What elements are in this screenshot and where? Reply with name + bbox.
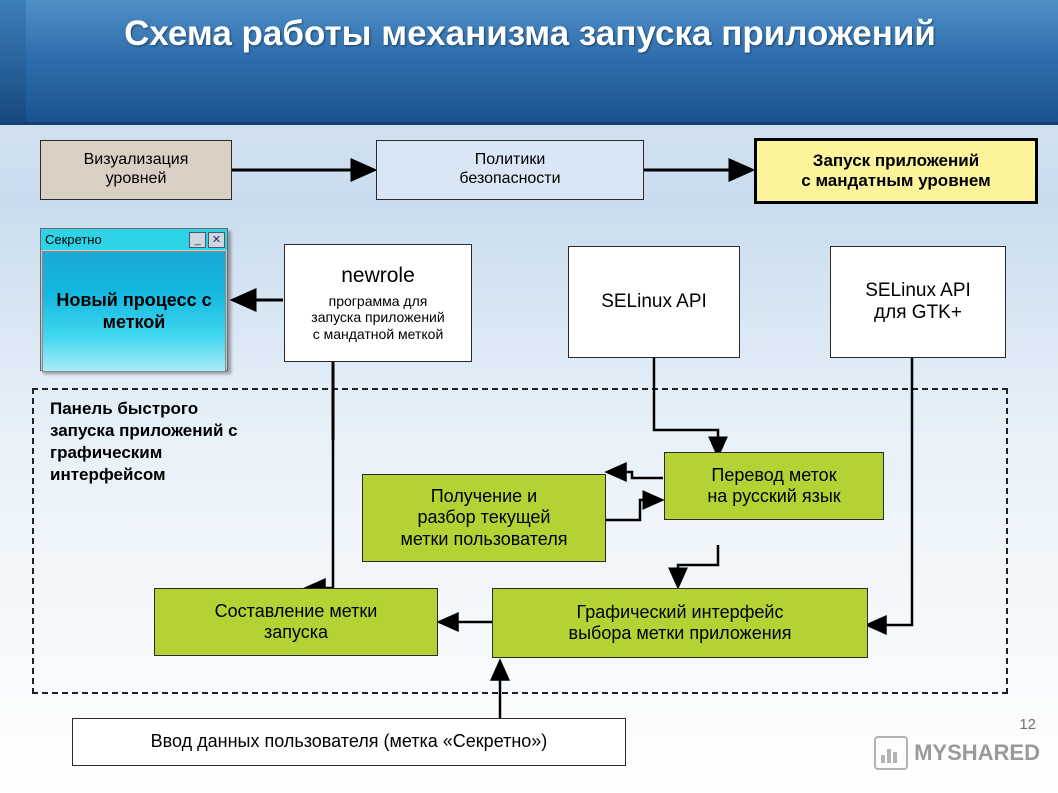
box-compose-launch-label[interactable]: Составление метки запуска — [154, 588, 438, 656]
window-body-line-3: с меткой — [102, 289, 212, 332]
box-visualization[interactable]: Визуализация уровней — [40, 140, 232, 200]
box-label-translate[interactable]: Перевод меток на русский язык — [664, 452, 884, 520]
window-body-line-2: процесс — [122, 289, 197, 310]
box-gui-choose-label-line-1: Графический интерфейс — [576, 601, 784, 622]
box-user-input-line-1: Ввод данных пользователя (метка «Секретн… — [150, 731, 548, 752]
box-mandatory-launch-line-1: Запуск приложений — [812, 150, 980, 170]
box-visualization-line-2: уровней — [105, 170, 167, 187]
quick-launch-panel-label: Панель быстрого запуска приложений с гра… — [50, 398, 265, 486]
window-title-text: Секретно — [45, 232, 102, 247]
box-parse-current-label-line-3: метки пользователя — [400, 528, 568, 549]
window-body: Новый процесс с меткой — [42, 251, 226, 372]
box-visualization-line-1: Визуализация — [83, 151, 189, 169]
box-mandatory-launch[interactable]: Запуск приложений с мандатным уровнем — [754, 138, 1038, 204]
window-titlebar: Секретно _ ✕ — [41, 229, 227, 250]
window-minimize-button[interactable]: _ — [189, 231, 206, 248]
box-user-input[interactable]: Ввод данных пользователя (метка «Секретн… — [72, 718, 626, 766]
slide-header: Схема работы механизма запуска приложени… — [0, 0, 1058, 125]
box-selinux-api-gtk-line-2: для GTK+ — [874, 302, 962, 323]
box-gui-choose-label-line-2: выбора метки приложения — [568, 623, 792, 643]
myshared-watermark: MYSHARED — [874, 736, 1040, 770]
box-label-translate-line-1: Перевод меток — [711, 464, 837, 485]
page-title: Схема работы механизма запуска приложени… — [124, 14, 936, 53]
box-label-translate-line-2: на русский язык — [707, 486, 841, 506]
box-mandatory-launch-line-2: с мандатным уровнем — [801, 171, 991, 190]
panel-label-line-5: интерфейсом — [50, 465, 166, 485]
secret-process-window[interactable]: Секретно _ ✕ Новый процесс с меткой — [40, 228, 228, 372]
header-accent-bar — [0, 0, 26, 122]
window-close-button[interactable]: ✕ — [208, 231, 225, 248]
box-security-policies[interactable]: Политики безопасности — [376, 140, 644, 200]
box-compose-launch-label-line-1: Составление метки — [214, 600, 378, 621]
box-selinux-api-gtk[interactable]: SELinux API для GTK+ — [830, 246, 1006, 358]
box-parse-current-label[interactable]: Получение и разбор текущей метки пользов… — [362, 474, 606, 562]
box-selinux-api[interactable]: SELinux API — [568, 246, 740, 358]
box-security-policies-line-2: безопасности — [459, 170, 561, 187]
box-selinux-api-line-1: SELinux API — [601, 290, 707, 312]
panel-label-line-2: запуска — [50, 421, 115, 441]
box-parse-current-label-line-1: Получение и — [430, 486, 538, 507]
chart-icon — [874, 736, 909, 770]
box-newrole-line-3: с мандатной меткой — [312, 325, 444, 342]
panel-label-line-3: приложений с — [119, 421, 238, 441]
box-gui-choose-label[interactable]: Графический интерфейс выбора метки прило… — [492, 588, 868, 658]
box-newrole-title: newrole — [341, 263, 415, 287]
box-newrole-line-2: запуска приложений — [311, 309, 445, 326]
page-number: 12 — [1019, 716, 1036, 733]
box-parse-current-label-line-2: разбор текущей — [417, 507, 551, 528]
quick-launch-panel-region — [32, 388, 1008, 694]
panel-label-line-4: графическим — [50, 443, 163, 463]
box-newrole[interactable]: newrole программа для запуска приложений… — [284, 244, 472, 362]
window-body-line-1: Новый — [56, 289, 118, 310]
panel-label-line-1: Панель быстрого — [50, 399, 199, 418]
box-selinux-api-gtk-line-1: SELinux API — [865, 279, 971, 301]
box-compose-launch-label-line-2: запуска — [263, 622, 329, 642]
watermark-text: MYSHARED — [914, 740, 1040, 765]
box-newrole-line-1: программа для — [328, 292, 428, 309]
box-security-policies-line-1: Политики — [474, 151, 546, 169]
